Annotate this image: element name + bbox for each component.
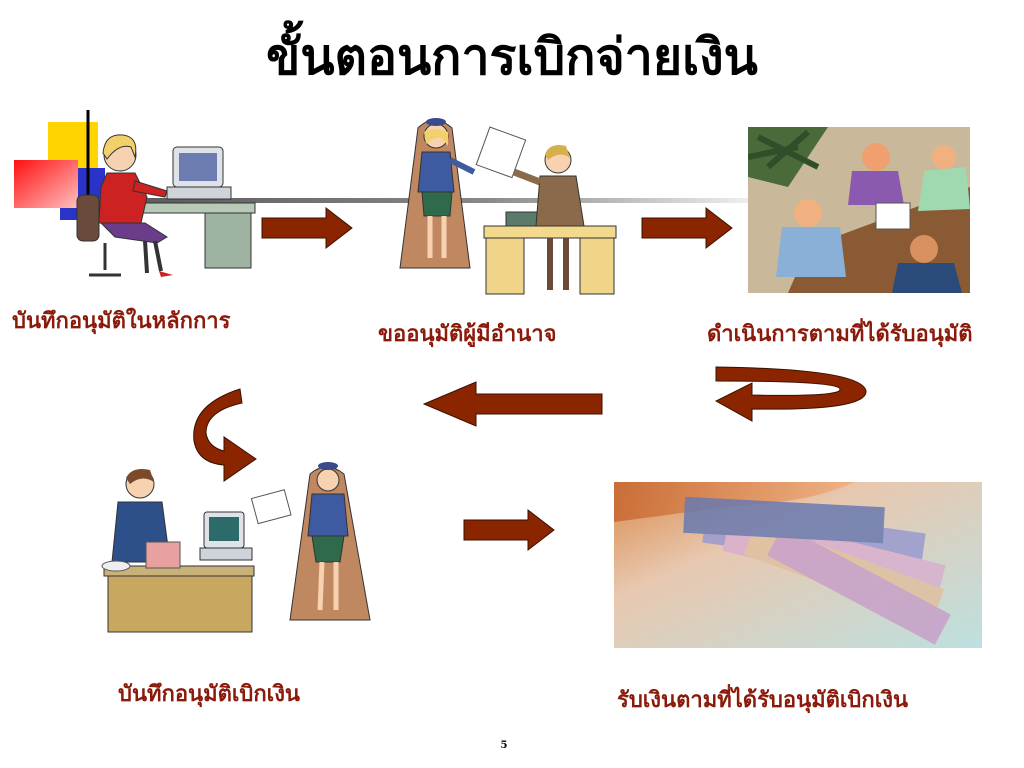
flow-arrow-u-turn <box>712 365 872 427</box>
page-number: 5 <box>500 740 508 751</box>
step-label-request-authority-approval: ขออนุมัติผู้มีอำนาจ <box>378 321 557 347</box>
step-label-record-withdrawal-approval: บันทึกอนุมัติเบิกเงิน <box>118 681 300 707</box>
step-label-proceed-as-approved: ดำเนินการตามที่ได้รับอนุมัติ <box>707 321 973 347</box>
page-title: ขั้นตอนการเบิกจ่ายเงิน <box>266 27 758 86</box>
flow-arrow-curved <box>180 385 260 485</box>
illustration-man-and-woman <box>100 450 385 635</box>
illustration-approval-meeting <box>390 108 620 298</box>
illustration-woman-at-computer <box>75 125 260 285</box>
flow-arrow-right-2 <box>640 206 734 250</box>
illustration-business-meeting <box>748 127 970 293</box>
flow-arrow-right-1 <box>260 206 354 250</box>
flow-arrow-left <box>422 380 604 428</box>
step-label-receive-money: รับเงินตามที่ได้รับอนุมัติเบิกเงิน <box>617 687 909 713</box>
step-label-record-principle-approval: บันทึกอนุมัติในหลักการ <box>12 308 231 334</box>
illustration-banknotes <box>614 482 982 648</box>
flow-arrow-right-3 <box>462 508 556 552</box>
